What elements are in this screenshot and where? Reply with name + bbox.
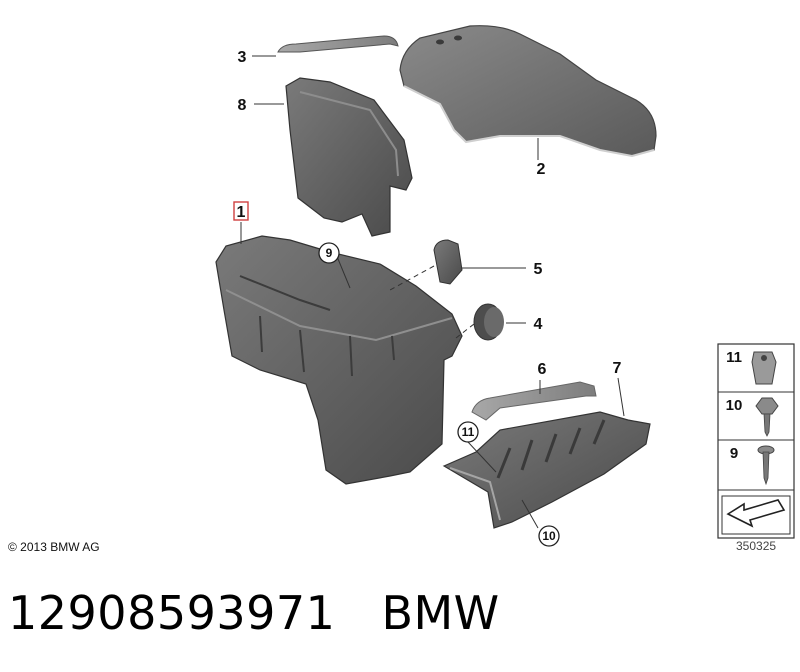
callout-10: 10 bbox=[538, 525, 560, 547]
callout-9-label: 9 bbox=[326, 246, 333, 260]
fastener-legend bbox=[717, 343, 795, 539]
part-caption: 12908593971 BMW bbox=[8, 586, 500, 640]
callout-5: 5 bbox=[534, 261, 543, 278]
callout-10-label: 10 bbox=[542, 529, 556, 543]
diagram-reference-number: 350325 bbox=[736, 539, 777, 553]
brand-name: BMW bbox=[381, 586, 500, 640]
arrow-icon bbox=[721, 495, 791, 535]
callout-1: 1 bbox=[237, 204, 246, 221]
callout-4: 4 bbox=[534, 316, 543, 333]
part-4-plug bbox=[455, 303, 526, 341]
part-number: 12908593971 bbox=[8, 586, 336, 640]
hex-flange-screw-icon bbox=[755, 397, 779, 437]
legend-number-9: 9 bbox=[730, 445, 738, 462]
callout-3: 3 bbox=[238, 49, 247, 66]
clip-nut-icon bbox=[751, 351, 777, 385]
part-3-strap bbox=[252, 35, 399, 57]
part-7-holder bbox=[442, 377, 651, 529]
callout-11-label: 11 bbox=[462, 425, 475, 439]
part-5-grommet bbox=[389, 239, 526, 291]
callout-2: 2 bbox=[537, 161, 546, 178]
part-8-bracket bbox=[254, 77, 413, 237]
part-6-seal-strip bbox=[471, 380, 597, 421]
callout-7: 7 bbox=[613, 360, 622, 377]
callout-8: 8 bbox=[238, 97, 247, 114]
callout-6: 6 bbox=[538, 361, 547, 378]
screw-icon bbox=[757, 445, 775, 486]
callout-11: 11 bbox=[457, 421, 479, 443]
copyright-notice: © 2013 BMW AG bbox=[8, 540, 100, 554]
part-1-electronics-box bbox=[215, 201, 463, 485]
legend-number-11: 11 bbox=[726, 349, 742, 366]
legend-number-10: 10 bbox=[726, 397, 743, 414]
part-2-cover bbox=[399, 25, 657, 160]
callout-9: 9 bbox=[318, 242, 340, 264]
